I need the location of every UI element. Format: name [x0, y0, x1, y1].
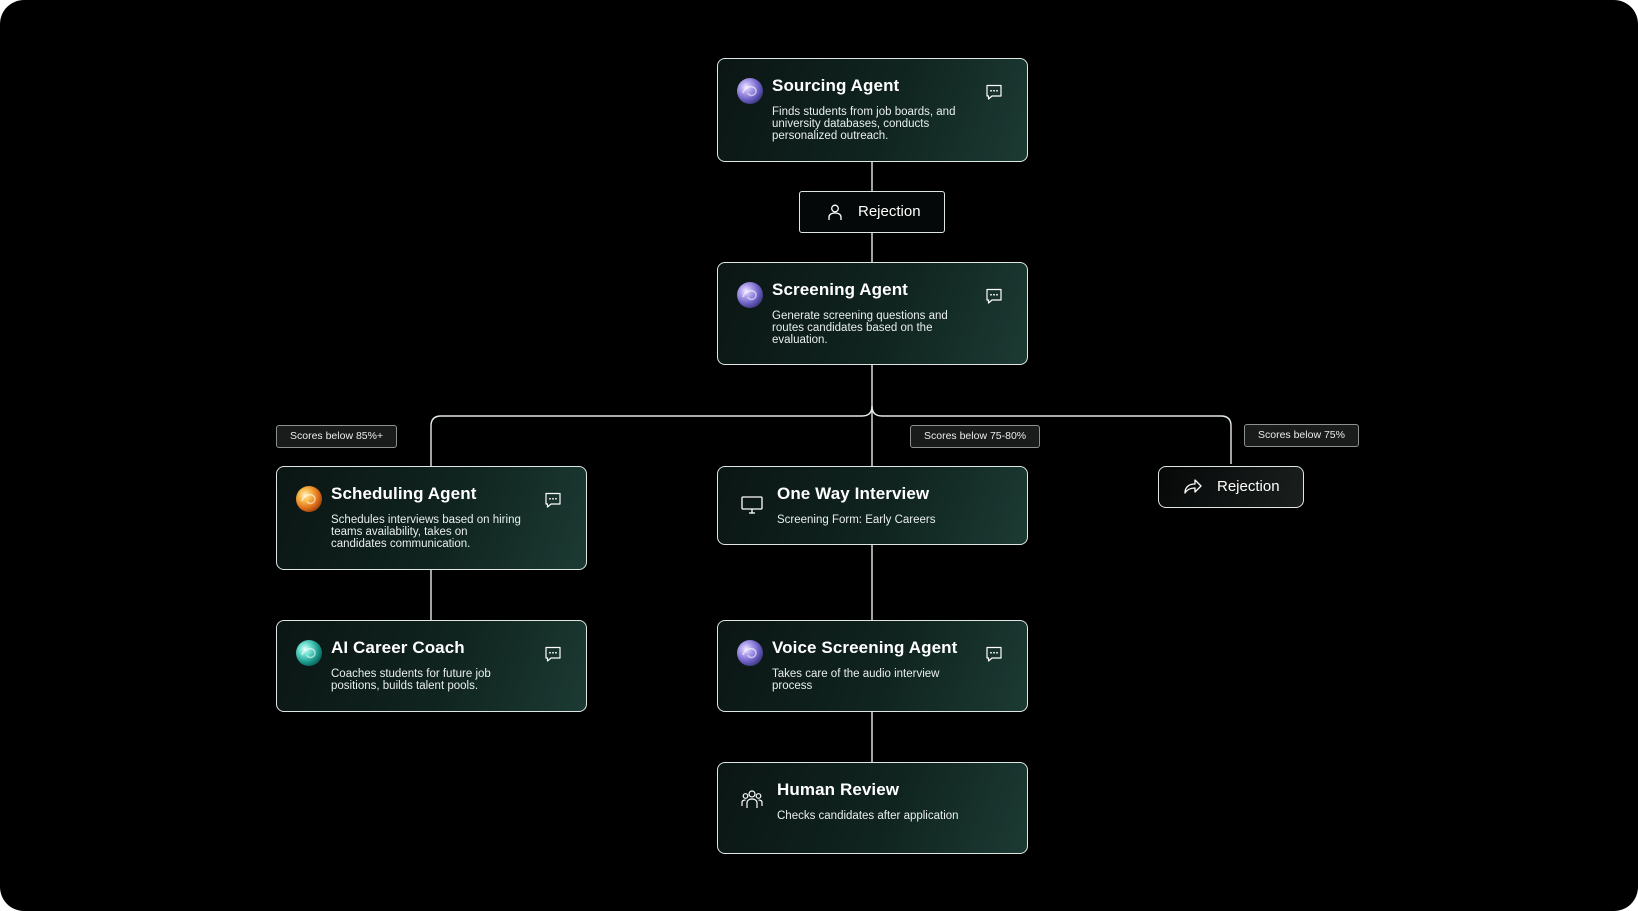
agent-orb-icon — [737, 640, 763, 666]
card-description: Coaches students for future job position… — [331, 668, 491, 692]
agent-orb-icon — [737, 78, 763, 104]
agent-orb-icon — [296, 486, 322, 512]
ai-career-coach-card[interactable]: AI Career Coach Coaches students for fut… — [276, 620, 587, 712]
rejection-label: Rejection — [1217, 478, 1280, 495]
screening-agent-card[interactable]: Screening Agent Generate screening quest… — [717, 262, 1028, 365]
chat-bubble-icon[interactable] — [544, 645, 562, 663]
chat-bubble-icon[interactable] — [985, 287, 1003, 305]
chat-bubble-icon[interactable] — [544, 491, 562, 509]
card-title: Scheduling Agent — [331, 484, 477, 503]
score-tag-left: Scores below 85%+ — [276, 425, 398, 448]
card-title: AI Career Coach — [331, 638, 465, 657]
score-tag-right: Scores below 75% — [1244, 424, 1359, 447]
rejection-node-right[interactable]: Rejection — [1158, 466, 1304, 508]
rejection-node-top[interactable]: Rejection — [799, 191, 945, 233]
sourcing-agent-card[interactable]: Sourcing Agent Finds students from job b… — [717, 58, 1028, 162]
human-review-card[interactable]: Human Review Checks candidates after app… — [717, 762, 1028, 854]
people-icon — [741, 790, 763, 808]
chat-bubble-icon[interactable] — [985, 83, 1003, 101]
share-arrow-icon — [1184, 479, 1202, 494]
one-way-interview-card[interactable]: One Way Interview Screening Form: Early … — [717, 466, 1028, 545]
chat-bubble-icon[interactable] — [985, 645, 1003, 663]
agent-orb-icon — [737, 282, 763, 308]
agent-orb-icon — [296, 640, 322, 666]
card-description: Finds students from job boards, and univ… — [772, 106, 956, 142]
card-description: Schedules interviews based on hiring tea… — [331, 514, 521, 550]
card-description: Generate screening questions and routes … — [772, 310, 948, 346]
card-description: Takes care of the audio interview proces… — [772, 668, 940, 692]
voice-screening-agent-card[interactable]: Voice Screening Agent Takes care of the … — [717, 620, 1028, 712]
card-title: Screening Agent — [772, 280, 908, 299]
monitor-icon — [741, 496, 763, 514]
card-title: Voice Screening Agent — [772, 638, 958, 657]
card-title: Sourcing Agent — [772, 76, 900, 95]
connector-branch-left — [430, 405, 873, 466]
rejection-label: Rejection — [858, 203, 921, 220]
card-title: Human Review — [777, 780, 900, 799]
scheduling-agent-card[interactable]: Scheduling Agent Schedules interviews ba… — [276, 466, 587, 570]
card-description: Checks candidates after application — [777, 810, 959, 822]
person-icon — [828, 204, 842, 220]
score-tag-middle: Scores below 75-80% — [910, 425, 1041, 448]
card-description: Screening Form: Early Careers — [777, 514, 936, 526]
connector-branch-right — [871, 405, 1232, 464]
card-title: One Way Interview — [777, 484, 930, 503]
